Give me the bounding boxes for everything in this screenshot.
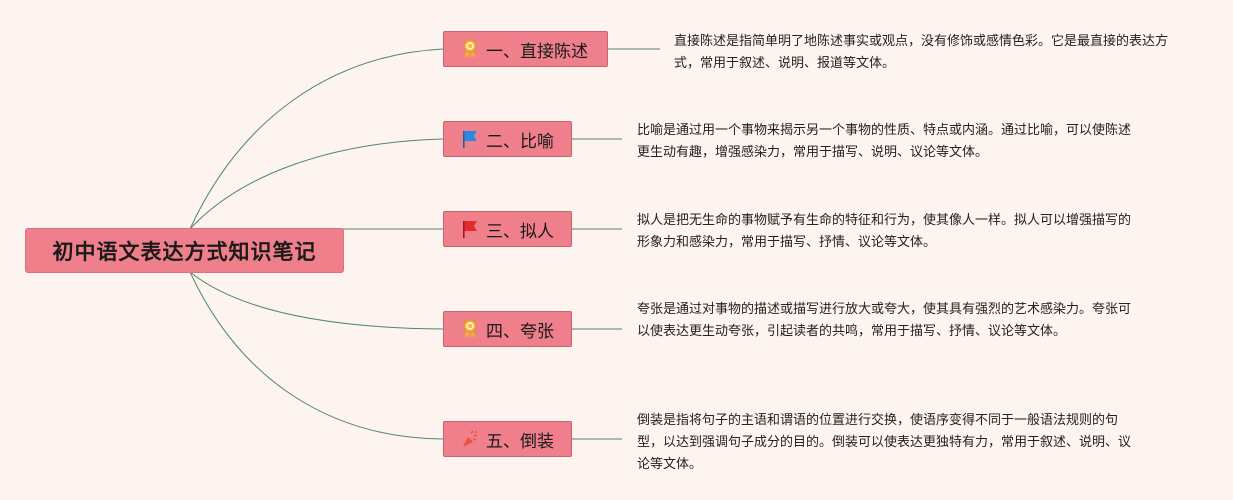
root-topic[interactable]: 初中语文表达方式知识笔记	[26, 229, 343, 272]
branch-personification[interactable]: 三、拟人	[443, 211, 572, 247]
award-ribbon-icon	[460, 319, 480, 339]
connector-root-branch-2	[189, 138, 444, 230]
note-exaggeration: 夸张是通过对事物的描述或描写进行放大或夸大，使其具有强烈的艺术感染力。夸张可以使…	[637, 302, 1132, 339]
branch-label: 三、拟人	[486, 221, 554, 242]
connector-root-branch-1	[189, 48, 444, 230]
blue-flag-icon	[460, 129, 480, 149]
branch-label: 四、夸张	[486, 321, 554, 342]
branch-label: 一、直接陈述	[486, 41, 588, 62]
branch-label: 二、比喻	[486, 131, 554, 152]
connector-root-branch-5	[189, 271, 444, 440]
branch-label: 五、倒装	[486, 431, 554, 452]
connector-root-branch-4	[189, 271, 444, 330]
party-popper-icon	[460, 429, 480, 449]
note-metaphor: 比喻是通过用一个事物来揭示另一个事物的性质、特点或内涵。通过比喻，可以使陈述更生…	[637, 123, 1132, 160]
note-inversion: 倒装是指将句子的主语和谓语的位置进行交换，使语序变得不同于一般语法规则的句型，以…	[637, 413, 1132, 472]
branch-exaggeration[interactable]: 四、夸张	[443, 311, 572, 347]
note-direct-statement: 直接陈述是指简单明了地陈述事实或观点，没有修饰或感情色彩。它是最直接的表达方式，…	[674, 34, 1169, 71]
award-ribbon-icon	[460, 39, 480, 59]
branch-inversion[interactable]: 五、倒装	[443, 421, 572, 457]
branch-metaphor[interactable]: 二、比喻	[443, 121, 572, 157]
red-flag-icon	[460, 219, 480, 239]
branch-direct-statement[interactable]: 一、直接陈述	[443, 31, 608, 67]
note-personification: 拟人是把无生命的事物赋予有生命的特征和行为，使其像人一样。拟人可以增强描写的形象…	[637, 213, 1132, 250]
